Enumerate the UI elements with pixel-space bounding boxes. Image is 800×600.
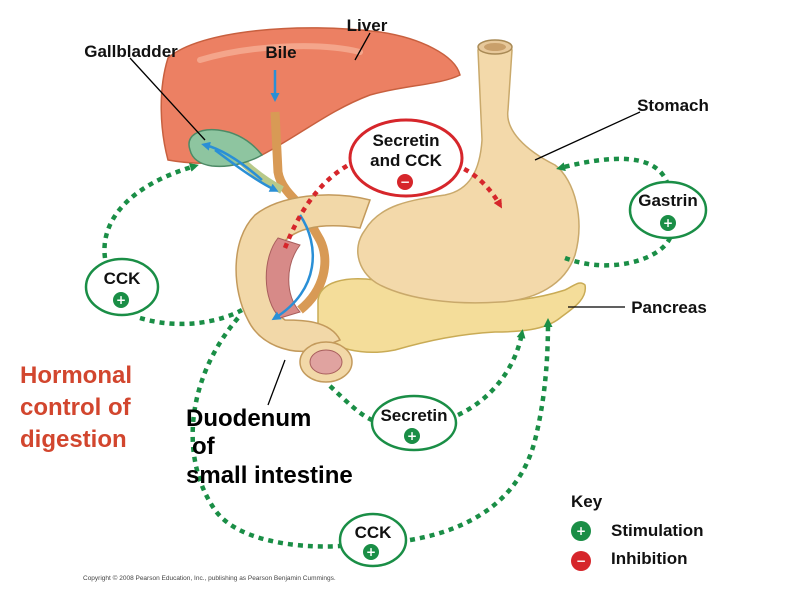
inhibition-arrow-duodenum	[282, 161, 354, 249]
duodenum-inner-wall	[265, 237, 301, 319]
title-line-1: Hormonal	[20, 362, 132, 389]
cck-bottom-arrow-pancreas	[409, 318, 553, 543]
inhibition-icon	[397, 174, 413, 190]
plus-sign: +	[407, 429, 417, 443]
pointer-duodenum	[267, 359, 286, 406]
plus-sign: +	[366, 545, 376, 559]
inhibition-arrow-stomach	[454, 162, 503, 209]
legend: Key + Stimulation − Inhibition	[571, 492, 704, 571]
gastrin-arrow-stomach	[556, 156, 671, 186]
secretin-and-cck-oval: Secretin and CCK −	[348, 118, 464, 198]
pointer-stomach	[534, 111, 641, 161]
cck-bottom-label: CCK	[355, 523, 393, 542]
pointer-gallbladder	[129, 57, 206, 141]
bile-arrow-out	[214, 148, 279, 192]
stimulation-icon	[363, 544, 379, 560]
minus-sign: −	[400, 175, 410, 189]
cck-bottom-oval: CCK +	[338, 512, 408, 568]
stimulation-icon	[404, 428, 420, 444]
duodenum-lumen	[309, 349, 343, 375]
stomach-to-gastrin	[564, 236, 673, 268]
liver-highlight	[197, 43, 363, 63]
duodenum-label-line-2: of	[192, 433, 216, 460]
inhibition-key-icon	[571, 551, 591, 571]
liver-shape	[160, 27, 461, 165]
plus-sign: +	[663, 216, 673, 230]
title-line-2: control of	[20, 394, 132, 421]
plus-sign: +	[116, 293, 126, 307]
cck-left-to-gallbladder	[102, 163, 199, 259]
title-line-3: digestion	[20, 426, 127, 453]
gallbladder-shape	[188, 128, 264, 168]
gastrin-label: Gastrin	[638, 191, 698, 210]
minus-sign: −	[576, 554, 586, 568]
cck-left-oval: CCK +	[84, 257, 160, 317]
stomach-label: Stomach	[637, 96, 709, 115]
esophagus-lumen	[484, 43, 506, 51]
inhibition-key-label: Inhibition	[611, 549, 687, 568]
copyright-text: Copyright © 2008 Pearson Education, Inc.…	[83, 574, 336, 582]
secretin-arrow-pancreas	[457, 329, 526, 418]
stomach-shape	[357, 42, 580, 304]
legend-title: Key	[571, 492, 603, 511]
duodenum-to-cck-left	[139, 308, 244, 327]
gallbladder-label: Gallbladder	[84, 42, 178, 61]
secretin-bottom-oval: Secretin +	[370, 394, 458, 452]
plus-sign: +	[576, 524, 586, 538]
bile-arrow-gallbladder	[201, 141, 263, 181]
stimulation-key-label: Stimulation	[611, 521, 704, 540]
pancreas-label: Pancreas	[631, 298, 707, 317]
gastrin-oval: Gastrin +	[628, 180, 708, 240]
bile-label: Bile	[265, 43, 296, 62]
liver-label: Liver	[347, 16, 388, 35]
bile-arrow-duodenum	[271, 214, 315, 321]
secretin-and-cck-line-2: and CCK	[370, 151, 443, 170]
duodenum-to-cck-bottom	[190, 316, 341, 549]
duodenum-label-line-1: Duodenum	[186, 405, 311, 432]
bile-duct	[270, 111, 330, 314]
duodenum-label-line-3: small intestine	[186, 462, 353, 489]
secretin-bottom-label: Secretin	[380, 406, 447, 425]
stimulation-key-icon	[571, 521, 591, 541]
stimulation-icon	[660, 215, 676, 231]
cck-left-label: CCK	[104, 269, 142, 288]
duodenum-to-secretin	[328, 384, 373, 423]
secretin-and-cck-line-1: Secretin	[372, 131, 439, 150]
pointer-liver	[354, 32, 371, 61]
stimulation-icon	[113, 292, 129, 308]
